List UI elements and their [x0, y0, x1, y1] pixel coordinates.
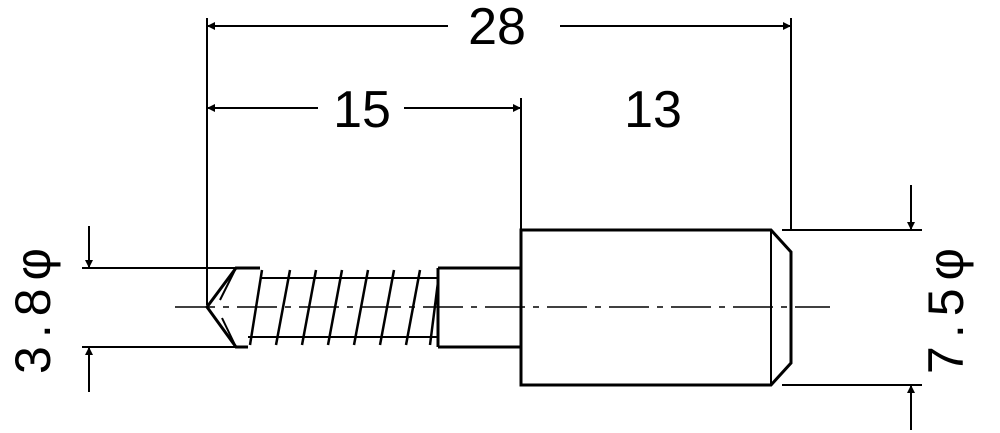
screw-threads	[248, 269, 440, 346]
screw-neck	[436, 266, 521, 349]
thread-line	[274, 269, 292, 346]
thread-line	[300, 269, 318, 346]
dimension-label-28: 28	[468, 0, 526, 56]
dimension-label-13: 13	[624, 81, 682, 139]
part-outline	[205, 228, 793, 387]
screw-tip	[205, 266, 260, 349]
dimension-label-7-5-phi: 7.5φ	[918, 240, 974, 374]
dimension-screw-length: 15	[207, 81, 521, 139]
thread-line	[378, 269, 396, 346]
thread-line	[326, 269, 344, 346]
dimension-label-3-8-phi: 3.8φ	[5, 240, 61, 374]
screw-tip-inner	[219, 267, 237, 348]
thread-line	[404, 269, 422, 346]
thread-line	[352, 269, 370, 346]
dimension-label-15: 15	[333, 81, 391, 139]
thread-line	[248, 269, 264, 346]
thread-line	[428, 281, 440, 346]
extension-lines	[82, 18, 922, 386]
dimension-head-diameter: 7.5φ	[907, 185, 974, 430]
dimension-screw-diameter: 3.8φ	[5, 226, 93, 392]
dimension-overall-length: 28	[207, 0, 791, 56]
